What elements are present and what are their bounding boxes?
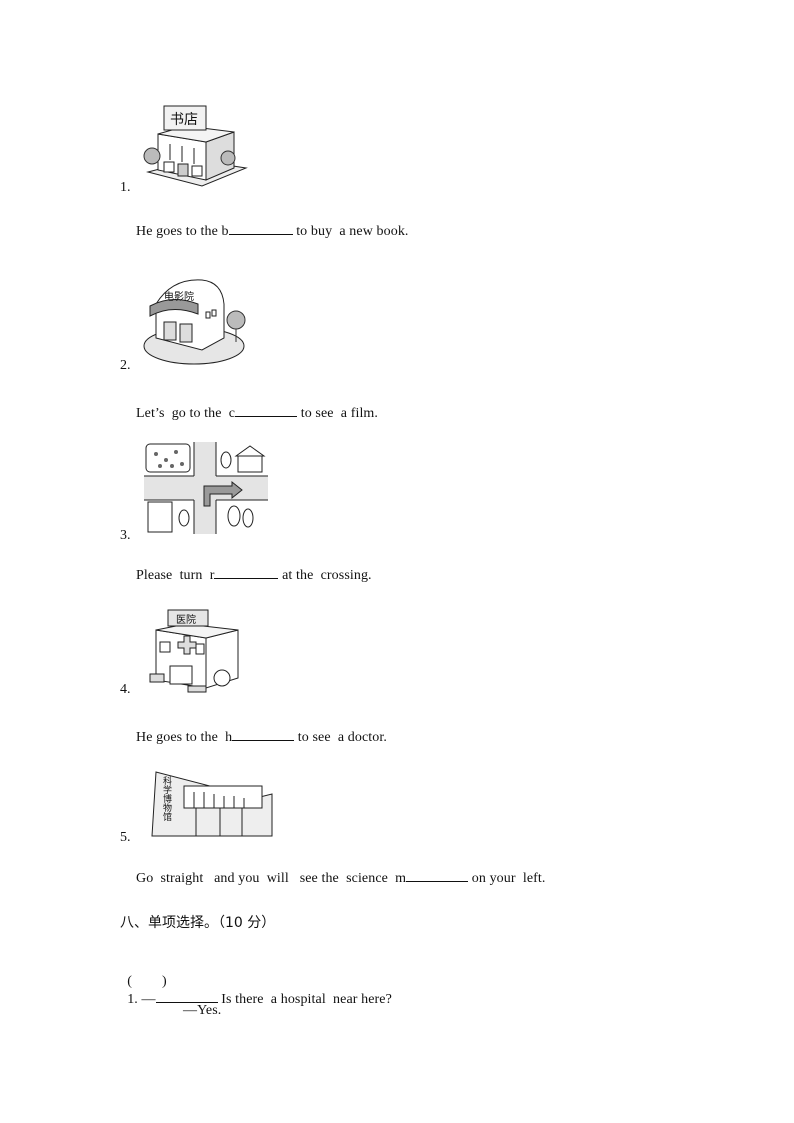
sentence-5: Go straight and you will see the science… bbox=[136, 869, 546, 887]
paren-close: ) bbox=[161, 974, 167, 989]
question-1: () 1. — Is there a hospital near here? bbox=[120, 958, 392, 1008]
answer-blank[interactable] bbox=[214, 566, 279, 579]
answer-blank[interactable] bbox=[228, 222, 293, 235]
science-museum-image: 科学博物馆 bbox=[146, 768, 276, 838]
section-heading: 八、单项选择。（10 分） bbox=[120, 915, 276, 931]
paren-open: ( bbox=[127, 974, 132, 989]
sentence-suffix: to buy a new book. bbox=[292, 224, 409, 239]
item-number: 1. bbox=[120, 180, 131, 195]
sign-text: 科学博物馆 bbox=[161, 775, 172, 822]
answer-blank[interactable] bbox=[235, 404, 298, 417]
sign-text: 书店 bbox=[170, 112, 198, 128]
sentence-suffix: on your left. bbox=[468, 871, 546, 886]
sentence-4: He goes to the h to see a doctor. bbox=[136, 728, 387, 746]
sentence-suffix: to see a doctor. bbox=[294, 730, 387, 745]
sentence-prefix: He goes to the h bbox=[136, 730, 233, 745]
sign-text: 医院 bbox=[176, 613, 196, 626]
sign-text: 电影院 bbox=[164, 290, 194, 303]
sentence-prefix: Please turn r bbox=[136, 568, 215, 583]
sentence-prefix: He goes to the b bbox=[136, 224, 229, 239]
answer-blank[interactable] bbox=[232, 728, 295, 741]
sentence-prefix: Let’s go to the c bbox=[136, 406, 236, 421]
cinema-image: 电影院 bbox=[142, 274, 250, 366]
sentence-suffix: to see a film. bbox=[297, 406, 379, 421]
sentence-prefix: Go straight and you will see the science… bbox=[136, 871, 407, 886]
item-number: 5. bbox=[120, 830, 131, 845]
question-text: Is there a hospital near here? bbox=[217, 992, 392, 1007]
bookstore-image: 书店 bbox=[142, 104, 248, 190]
sentence-2: Let’s go to the c to see a film. bbox=[136, 404, 378, 422]
hospital-image: 医院 bbox=[146, 608, 242, 694]
crossing-map-image bbox=[144, 442, 268, 534]
question-number: 1. — bbox=[127, 992, 156, 1007]
answer-line: —Yes. bbox=[183, 1003, 222, 1018]
sentence-1: He goes to the b to buy a new book. bbox=[136, 222, 409, 240]
sentence-suffix: at the crossing. bbox=[278, 568, 372, 583]
item-number: 3. bbox=[120, 528, 131, 543]
sentence-3: Please turn r at the crossing. bbox=[136, 566, 372, 584]
answer-blank[interactable] bbox=[155, 990, 218, 1003]
item-number: 4. bbox=[120, 682, 131, 697]
item-number: 2. bbox=[120, 358, 131, 373]
answer-blank[interactable] bbox=[406, 869, 469, 882]
